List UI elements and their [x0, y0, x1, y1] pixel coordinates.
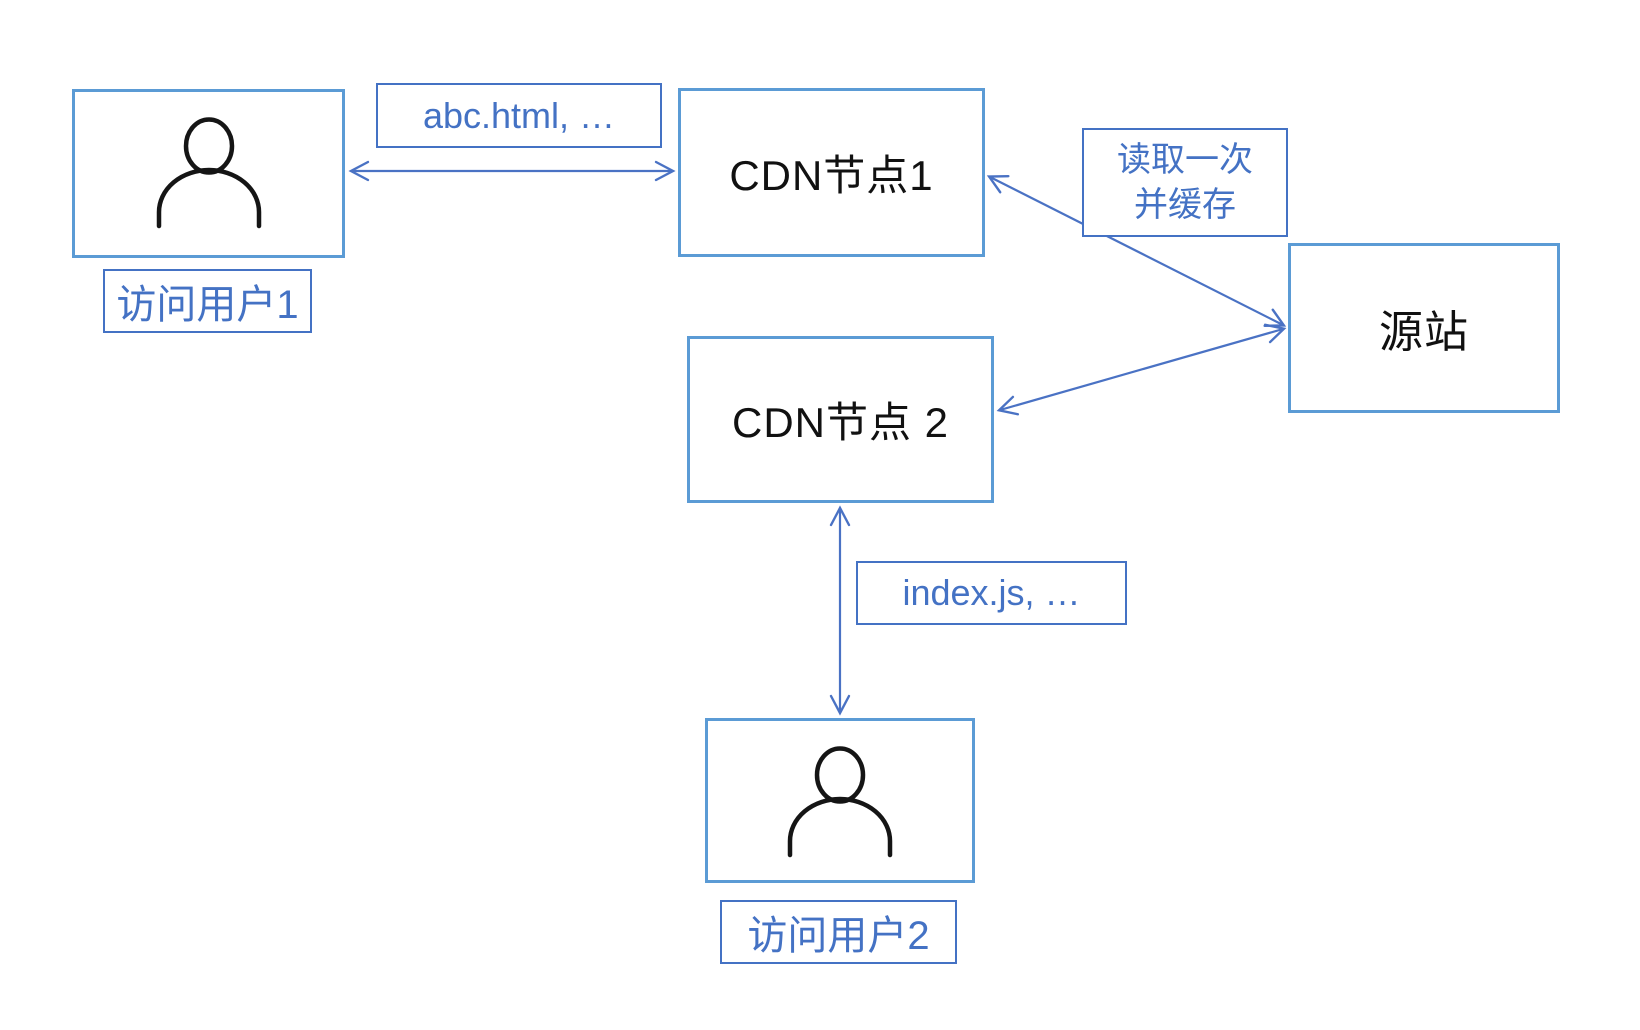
indexjs-request-label: index.js, … — [856, 561, 1127, 625]
user2-node — [705, 718, 975, 883]
cdn1-node: CDN节点1 — [678, 88, 985, 257]
cdn2-node: CDN节点 2 — [687, 336, 994, 503]
user1-label: 访问用户1 — [103, 269, 312, 333]
abc-request-text: abc.html, … — [422, 94, 616, 136]
edge-cdn2-origin — [996, 323, 1287, 416]
user1-node — [72, 89, 345, 258]
read-once-line2: 并缓存 — [1134, 185, 1236, 224]
user2-label: 访问用户2 — [720, 900, 957, 964]
origin-node: 源站 — [1288, 243, 1560, 413]
user1-label-text: 访问用户1 — [116, 283, 299, 327]
read-once-line1: 读取一次 — [1117, 140, 1253, 179]
read-once-cache-label: 读取一次 并缓存 — [1082, 128, 1288, 237]
origin-node-text: 源站 — [1379, 308, 1469, 357]
person-icon — [156, 117, 261, 229]
abc-request-label: abc.html, … — [376, 83, 662, 148]
user2-label-text: 访问用户2 — [747, 914, 930, 958]
cdn1-node-text: CDN节点1 — [729, 152, 934, 199]
person-icon — [787, 746, 893, 858]
indexjs-request-text: index.js, … — [902, 572, 1081, 613]
cdn2-node-text: CDN节点 2 — [731, 399, 950, 446]
